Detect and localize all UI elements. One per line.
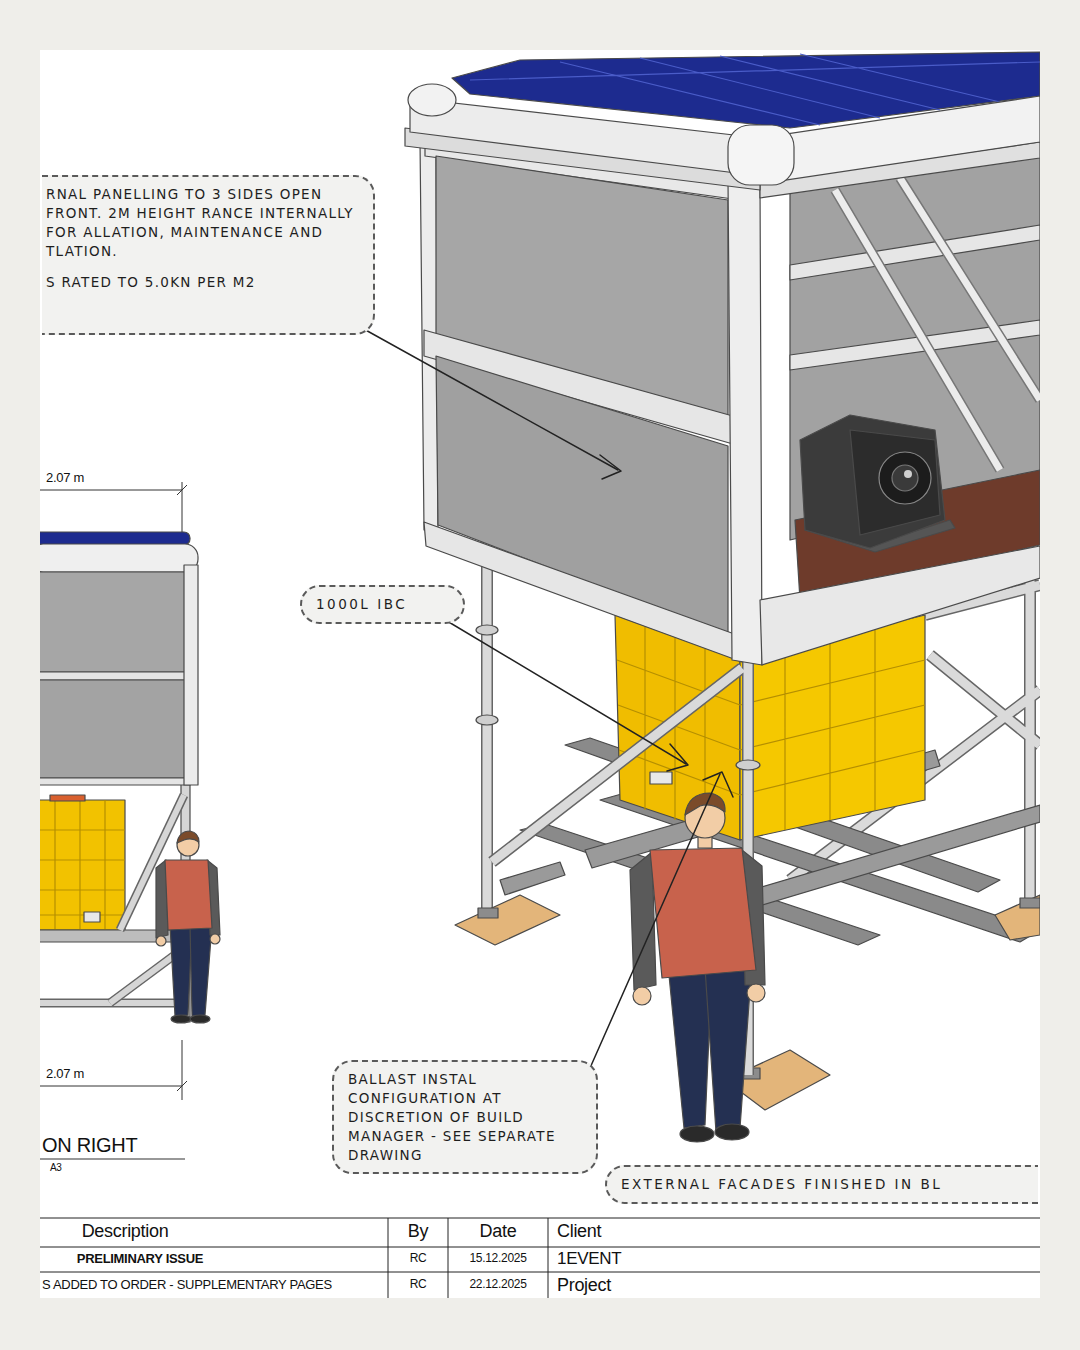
elevation-view bbox=[40, 800, 125, 930]
booth-interior bbox=[790, 225, 1040, 280]
booth-interior bbox=[790, 150, 1040, 600]
note-callout: BALLAST INSTAL CONFIGURATION AT DISCRETI… bbox=[332, 1060, 598, 1174]
projector bbox=[800, 415, 955, 552]
table-cell: PRELIMINARY ISSUE bbox=[77, 1252, 203, 1266]
table-header: By bbox=[408, 1222, 428, 1242]
part-callout: 1000L IBC bbox=[300, 585, 465, 624]
table-cell: RC bbox=[410, 1278, 427, 1291]
ibc-tank bbox=[650, 772, 672, 784]
table-cell: 1EVENT bbox=[557, 1250, 621, 1269]
scale-figure bbox=[156, 831, 220, 1023]
scale-figure bbox=[171, 1015, 191, 1023]
side-panel bbox=[424, 522, 742, 662]
elevation-view bbox=[40, 800, 125, 930]
elevation-view bbox=[184, 565, 198, 785]
elevation-view bbox=[50, 795, 85, 801]
scale-figure bbox=[170, 925, 192, 1016]
callout-text: 1000L IBC bbox=[316, 595, 449, 614]
elevation-view bbox=[84, 912, 100, 922]
scale-figure bbox=[177, 831, 199, 843]
scale-figure bbox=[668, 965, 712, 1128]
elevation-view bbox=[40, 532, 198, 1022]
projector bbox=[850, 430, 940, 535]
solar-roof bbox=[410, 98, 760, 176]
dimension-label: 2.07 m bbox=[46, 471, 84, 485]
side-panel bbox=[760, 546, 1040, 665]
dimension-line bbox=[40, 482, 187, 532]
illustration bbox=[40, 52, 1040, 1298]
projector bbox=[800, 415, 945, 548]
sole-board bbox=[1020, 898, 1040, 908]
note-callout: RNAL PANELLING TO 3 SIDES OPEN FRONT. 2M… bbox=[42, 175, 375, 335]
callout-text: EXTERNAL FACADES FINISHED IN BL bbox=[621, 1175, 1024, 1194]
leader-line bbox=[600, 455, 621, 479]
dimension-label: 2.07 m bbox=[46, 1067, 84, 1081]
view-title: ON RIGHT bbox=[42, 1134, 137, 1156]
elevation-view bbox=[40, 672, 190, 680]
leader-line bbox=[667, 744, 688, 771]
elevation-view bbox=[40, 544, 198, 572]
dimension-line bbox=[40, 1040, 187, 1100]
projector bbox=[904, 470, 912, 478]
table-header: Project bbox=[557, 1276, 611, 1296]
solar-roof bbox=[408, 84, 456, 116]
side-panel bbox=[420, 140, 1040, 665]
scale-figure bbox=[210, 934, 220, 944]
table-header: Client bbox=[557, 1222, 601, 1242]
leader-line bbox=[432, 612, 686, 764]
elevation-view bbox=[40, 532, 190, 545]
table-cell: S ADDED TO ORDER - SUPPLEMENTARY PAGES bbox=[42, 1278, 332, 1292]
dimension-line bbox=[40, 1158, 185, 1159]
table-cell: 22.12.2025 bbox=[469, 1278, 526, 1291]
scale-figure bbox=[165, 860, 212, 930]
scaffold-tube bbox=[476, 715, 498, 725]
side-panel bbox=[728, 180, 762, 665]
table-header: Description bbox=[82, 1222, 169, 1242]
callout-text: S RATED TO 5.0KN PER M2 bbox=[46, 273, 359, 292]
scale-figure bbox=[190, 925, 212, 1016]
scale-figure bbox=[685, 793, 725, 815]
sole-board bbox=[995, 895, 1040, 940]
scale-figure bbox=[633, 987, 651, 1005]
solar-roof bbox=[405, 52, 1040, 190]
projector bbox=[892, 465, 918, 491]
leader-line bbox=[590, 774, 720, 1068]
table-cell: RC bbox=[410, 1252, 427, 1265]
solar-roof bbox=[760, 96, 1040, 184]
table-grid bbox=[40, 1218, 1040, 1298]
table-cell: 15.12.2025 bbox=[469, 1252, 526, 1265]
scale-figure bbox=[156, 936, 166, 946]
table-grid bbox=[40, 1218, 1040, 1298]
elevation-view bbox=[40, 572, 186, 672]
leader-line bbox=[362, 328, 733, 1068]
scale-figure bbox=[630, 793, 765, 1142]
scale-figure bbox=[190, 1015, 210, 1023]
leader-line bbox=[362, 328, 618, 470]
callout-text: RNAL PANELLING TO 3 SIDES OPEN FRONT. 2M… bbox=[46, 185, 359, 261]
callout-text: BALLAST INSTAL CONFIGURATION AT DISCRETI… bbox=[348, 1070, 582, 1164]
scale-figure bbox=[650, 848, 756, 978]
solar-roof bbox=[728, 125, 794, 185]
dimension-line bbox=[40, 482, 187, 1159]
table-header: Date bbox=[480, 1222, 517, 1242]
scaffold-tube bbox=[476, 625, 498, 635]
scale-note: A3 bbox=[50, 1162, 62, 1173]
elevation-view bbox=[40, 680, 186, 778]
leader-line bbox=[703, 772, 733, 797]
base-beam bbox=[500, 862, 565, 895]
scaffold-tube bbox=[736, 760, 760, 770]
sole-board bbox=[478, 908, 498, 918]
elevation-view bbox=[40, 778, 190, 785]
scale-figure bbox=[705, 962, 752, 1132]
sheet-ground bbox=[40, 50, 1040, 1298]
note-callout: EXTERNAL FACADES FINISHED IN BL bbox=[605, 1165, 1038, 1204]
scale-figure bbox=[680, 1126, 714, 1142]
projector bbox=[879, 452, 931, 504]
scale-figure bbox=[747, 984, 765, 1002]
scale-figure bbox=[715, 1124, 749, 1140]
sole-board bbox=[455, 895, 560, 945]
